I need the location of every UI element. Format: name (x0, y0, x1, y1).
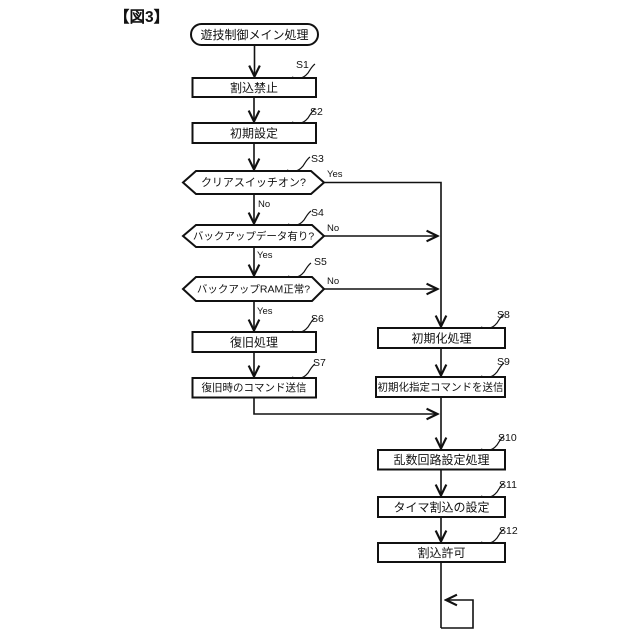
step-ref-s2: S2 (310, 106, 323, 118)
process-box-s12 (377, 542, 506, 563)
start-terminal: 遊技制御メイン処理 (190, 23, 319, 46)
branch-label-s3-yes: Yes (327, 169, 343, 180)
step-ref-s12: S12 (499, 525, 518, 537)
leader-s5 (287, 262, 312, 278)
node-s5: バックアップRAM正常? S5 (181, 256, 327, 302)
node-s7: 復旧時のコマンド送信 S7 (191, 357, 326, 399)
process-box-s6 (191, 331, 317, 353)
decision-hexagon-s4 (181, 224, 326, 248)
process-label-s11: タイマ割込の設定 (393, 500, 489, 515)
start-terminal-label: 遊技制御メイン処理 (200, 27, 308, 42)
leader-s10 (480, 435, 505, 451)
process-box-s1 (191, 77, 317, 98)
leader-s2 (291, 108, 316, 124)
process-box-s10 (377, 449, 506, 471)
node-s10: 乱数回路設定処理 S10 (377, 432, 517, 471)
leader-s4 (287, 210, 312, 226)
edge-s7-to-merge (253, 397, 438, 415)
leader-s3 (286, 156, 311, 172)
node-s11: タイマ割込の設定 S11 (377, 479, 517, 518)
decision-label-s4: バックアップデータ有り? (193, 230, 314, 243)
process-label-s8: 初期化処理 (411, 332, 471, 346)
leader-s11 (480, 482, 505, 498)
process-box-s8 (377, 327, 506, 349)
node-s9: 初期化指定コマンドを送信 S9 (375, 356, 510, 398)
step-ref-s3: S3 (311, 153, 324, 165)
decision-hexagon-s5 (181, 276, 326, 302)
step-ref-s6: S6 (311, 313, 324, 325)
process-label-s1: 割込禁止 (230, 80, 278, 95)
node-s2: 初期設定 S2 (191, 106, 323, 144)
leader-s6 (291, 317, 316, 333)
edge-s3-yes-to-s8 (324, 181, 441, 327)
step-ref-s7: S7 (313, 357, 326, 369)
leader-s7 (291, 363, 316, 379)
branch-label-s3-no: No (258, 199, 270, 210)
branch-label-s4-no: No (327, 223, 339, 234)
node-s4: バックアップデータ有り? S4 (181, 207, 326, 248)
node-s6: 復旧処理 S6 (191, 313, 324, 353)
process-box-s2 (191, 122, 317, 144)
leader-s12 (480, 528, 505, 544)
process-box-s11 (377, 496, 506, 518)
leader-s1 (291, 63, 316, 79)
node-s1: 割込禁止 S1 (191, 59, 317, 98)
node-s8: 初期化処理 S8 (377, 309, 510, 349)
leader-s8 (480, 313, 505, 329)
node-s3: クリアスイッチオン? S3 (181, 153, 326, 195)
node-s12: 割込許可 S12 (377, 525, 518, 563)
process-label-s7: 復旧時のコマンド送信 (202, 381, 307, 394)
branch-label-s5-yes: Yes (257, 306, 273, 317)
process-label-s2: 初期設定 (230, 126, 278, 141)
branch-label-s4-yes: Yes (257, 250, 273, 261)
leader-s9 (480, 362, 505, 378)
process-box-s7 (191, 377, 317, 399)
step-ref-s11: S11 (499, 479, 517, 491)
process-label-s6: 復旧処理 (230, 335, 278, 350)
process-label-s10: 乱数回路設定処理 (393, 452, 489, 467)
start-terminal-shape (190, 23, 319, 46)
branch-label-s5-no: No (327, 276, 339, 287)
decision-hexagon-s3 (181, 170, 326, 195)
step-ref-s10: S10 (498, 432, 517, 444)
decision-label-s5: バックアップRAM正常? (197, 283, 310, 296)
step-ref-s8: S8 (497, 309, 510, 321)
step-ref-s5: S5 (314, 256, 327, 268)
step-ref-s1: S1 (296, 59, 309, 71)
figure-title: 【図3】 (114, 8, 169, 26)
process-label-s12: 割込許可 (417, 545, 465, 560)
decision-label-s3: クリアスイッチオン? (201, 176, 306, 189)
step-ref-s9: S9 (497, 356, 510, 368)
process-label-s9: 初期化指定コマンドを送信 (378, 381, 504, 394)
edge-loop-back (441, 600, 474, 629)
step-ref-s4: S4 (311, 207, 324, 219)
process-box-s9 (375, 376, 506, 398)
